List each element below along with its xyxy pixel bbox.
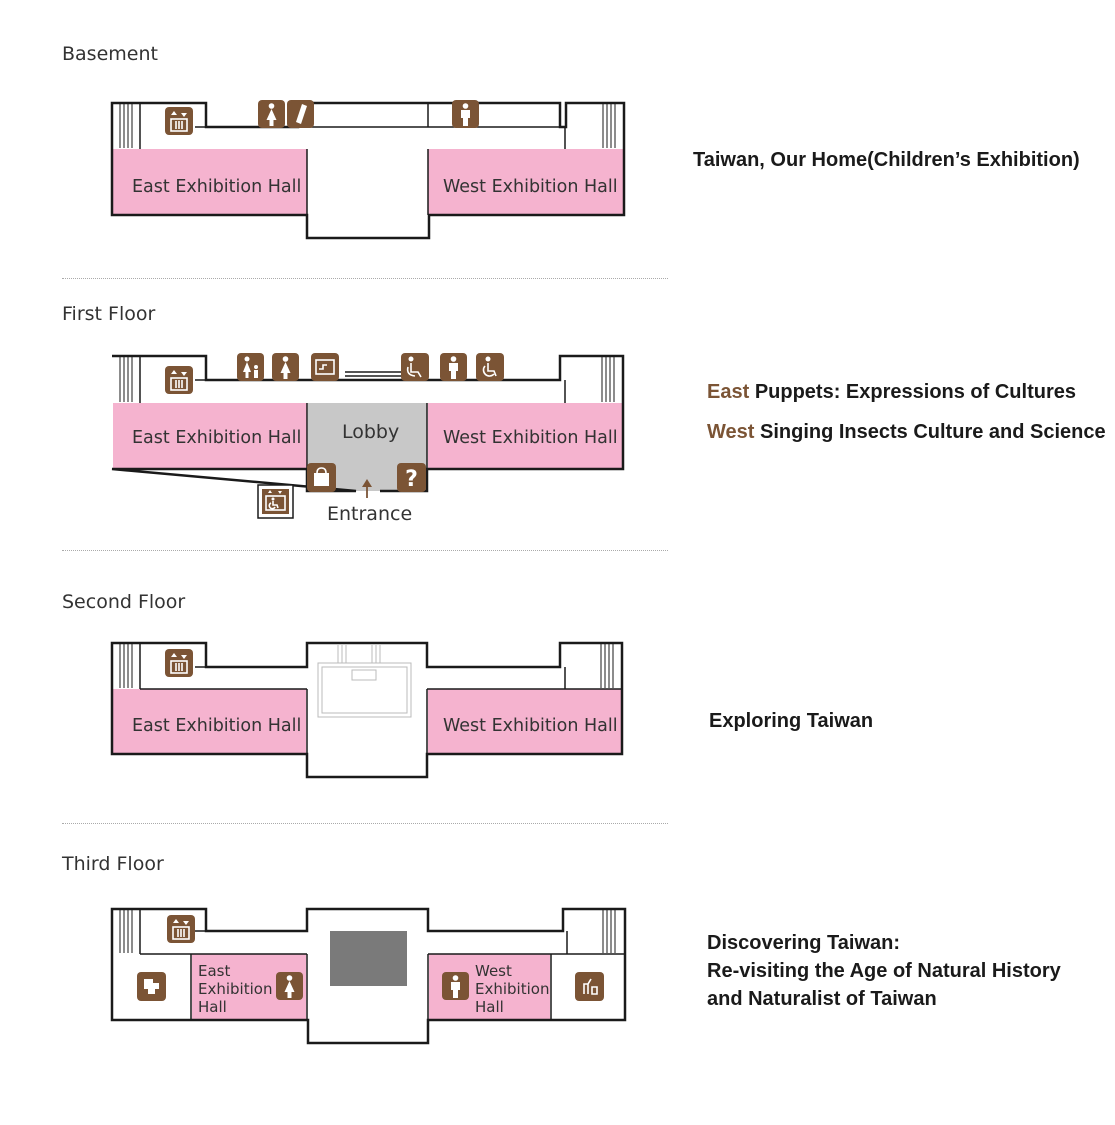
east-hall-label: East Exhibition Hall [132, 716, 301, 736]
stair-east [119, 104, 133, 148]
east-exhibit: East Puppets: Expressions of Cultures [707, 378, 1076, 406]
basement-exhibit: Taiwan, Our Home(Children’s Exhibition) [693, 149, 1080, 171]
restroom-men-icon [452, 100, 479, 128]
east-exhibit-title: Puppets: Expressions of Cultures [754, 381, 1076, 403]
west-exhibition-hall[interactable] [428, 149, 623, 215]
floor-title-third-floor: Third Floor [62, 853, 164, 875]
elevator-icon [165, 107, 193, 135]
stair-west [600, 644, 614, 688]
entrance-label: Entrance [327, 503, 412, 525]
west-exhibition-hall[interactable] [428, 403, 622, 469]
restroom-men-icon [442, 972, 469, 1000]
restroom-women-icon [258, 100, 285, 128]
east-hall-label-line-3: Hall [198, 998, 227, 1016]
west-hall-label-line-3: Hall [475, 998, 504, 1016]
east-exhibition-hall[interactable] [113, 149, 307, 215]
accessible-restroom-icon [476, 353, 504, 381]
floor-title-basement: Basement [62, 43, 158, 65]
floor-title-second-floor: Second Floor [62, 591, 186, 613]
west-tag: West [707, 421, 755, 443]
elevator-icon [165, 649, 193, 677]
floor-title-first-floor: First Floor [62, 303, 156, 325]
west-hall-label: West Exhibition Hall [443, 716, 618, 736]
atrium-outline [317, 645, 412, 718]
elevator-icon [165, 366, 193, 394]
west-hall-label-line-2: Exhibition [475, 980, 549, 998]
elevator-icon [167, 915, 195, 943]
east-hall-label-line-2: Exhibition [198, 980, 272, 998]
stair-east [119, 357, 133, 402]
lobby-label: Lobby [342, 421, 399, 443]
stair-west [602, 910, 616, 953]
wheelchair-rental-icon [401, 353, 429, 381]
west-exhibit: West Singing Insects Culture and Science [707, 418, 1106, 446]
gift-shop-icon [307, 463, 336, 492]
reading-room-icon [575, 972, 604, 1001]
second-floor-exhibit: Exploring Taiwan [709, 710, 874, 732]
map-icon [137, 972, 166, 1001]
stair-west [601, 357, 615, 402]
west-hall-label: West Exhibition Hall [443, 177, 618, 197]
west-hall-label-line-1: West [475, 962, 512, 980]
restroom-women-icon [276, 972, 303, 1000]
entrance-arrow-icon [362, 479, 372, 498]
divider [62, 823, 668, 824]
divider [62, 550, 668, 551]
restroom-women-icon [272, 353, 299, 381]
restroom-men-icon [440, 353, 467, 381]
east-hall-label: East Exhibition Hall [132, 428, 301, 448]
stair-east [119, 644, 133, 688]
west-exhibition-hall[interactable] [428, 689, 621, 754]
third-floor-exhibit-line-2: Re-visiting the Age of Natural History [707, 960, 1061, 982]
east-tag: East [707, 381, 750, 403]
nursing-room-icon [287, 100, 314, 128]
third-floor-exhibit-line-1: Discovering Taiwan: [707, 932, 901, 954]
family-restroom-icon [237, 353, 264, 381]
stair-east [119, 910, 133, 953]
stair-west [602, 104, 616, 148]
atrium [330, 931, 407, 986]
divider [62, 278, 668, 279]
east-hall-label-line-1: East [198, 962, 230, 980]
east-hall-label: East Exhibition Hall [132, 177, 301, 197]
east-exhibition-hall[interactable] [113, 403, 307, 469]
third-floor-exhibit: Discovering Taiwan: Re-visiting the Age … [707, 929, 1061, 1013]
information-icon: ? [397, 463, 426, 492]
east-exhibition-hall[interactable] [113, 689, 306, 754]
svg-text:?: ? [405, 467, 418, 492]
west-hall-label: West Exhibition Hall [443, 428, 618, 448]
third-floor-exhibit-line-3: and Naturalist of Taiwan [707, 988, 937, 1010]
locker-icon [311, 353, 339, 381]
accessible-elevator-icon [257, 484, 294, 519]
west-exhibit-title: Singing Insects Culture and Science [759, 421, 1106, 443]
